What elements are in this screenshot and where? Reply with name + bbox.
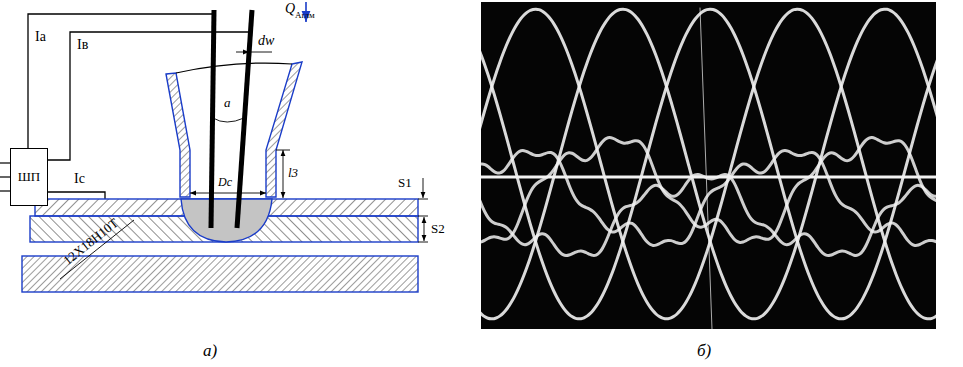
subfigure-label: б) <box>697 342 711 359</box>
subfigure-label: а) <box>203 342 217 359</box>
current-label: Iа <box>35 30 46 44</box>
gas-flow-subscript: Arлм <box>295 11 315 20</box>
weld-pool <box>181 199 272 242</box>
dimension-label: l3 <box>288 166 298 179</box>
electrodes <box>211 10 252 228</box>
supply-inputs <box>0 163 10 191</box>
thickness-label: S1 <box>398 176 412 189</box>
plates <box>22 199 418 292</box>
nozzle <box>166 62 302 197</box>
dimension-label: Dc <box>218 176 232 188</box>
angle-label: a <box>224 96 231 109</box>
current-label: Iс <box>74 172 85 186</box>
current-label: Iв <box>77 38 88 52</box>
node-text: ШП <box>18 169 41 185</box>
thickness-label: S2 <box>431 222 445 235</box>
nozzle-lip <box>176 63 292 73</box>
dimension-lines <box>60 52 428 279</box>
dimension-label: dw <box>258 34 274 48</box>
oscillogram <box>476 2 941 329</box>
power-supply-box: ШП <box>10 148 48 206</box>
gas-flow-label: Q <box>285 2 295 16</box>
